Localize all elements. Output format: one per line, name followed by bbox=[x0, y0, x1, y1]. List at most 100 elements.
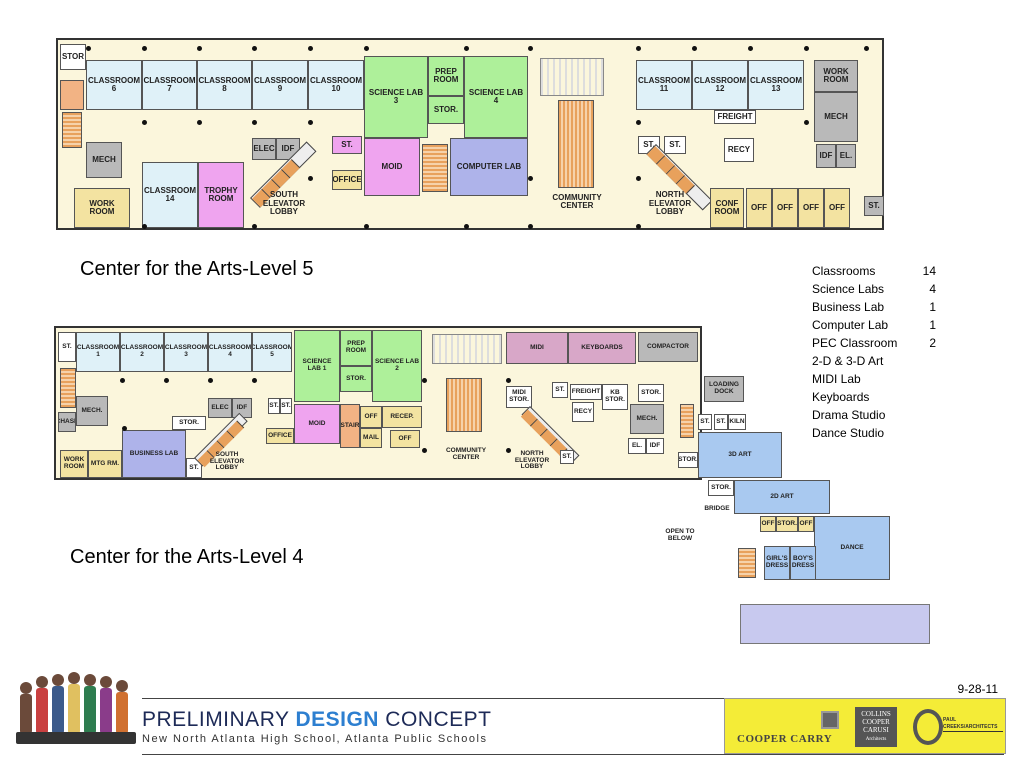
legend-value: 1 bbox=[929, 300, 936, 314]
room-classroom-8: CLASSROOM 8 bbox=[197, 60, 252, 110]
stair-left bbox=[60, 80, 84, 110]
legend-value: 14 bbox=[922, 264, 936, 278]
lower-level-area bbox=[740, 604, 930, 644]
room-off-4c: OFF bbox=[760, 516, 776, 532]
room-idf-right: IDF bbox=[816, 144, 836, 168]
room-st-4f: ST. bbox=[698, 414, 712, 430]
community-skylight-4 bbox=[432, 334, 502, 364]
level5-caption: Center for the Arts-Level 5 bbox=[80, 258, 314, 280]
room-elec: ELEC bbox=[252, 138, 276, 160]
footer-top-rule bbox=[142, 698, 1004, 699]
room-classroom-5: CLASSROOM 5 bbox=[252, 332, 292, 372]
legend-row: Drama Studio bbox=[812, 406, 936, 424]
level4-caption: Center for the Arts-Level 4 bbox=[70, 546, 304, 568]
column bbox=[164, 378, 169, 383]
room-computer-lab: COMPUTER LAB bbox=[450, 138, 528, 196]
room-open-to-below: OPEN TO BELOW bbox=[665, 528, 695, 542]
room-midi: MIDI bbox=[506, 332, 568, 364]
column bbox=[252, 46, 257, 51]
room-st-4c: ST. bbox=[280, 398, 292, 414]
room-stor-4d: STOR. bbox=[678, 452, 698, 468]
column bbox=[464, 46, 469, 51]
legend-label: MIDI Lab bbox=[812, 372, 861, 386]
room-recep: RECEP. bbox=[382, 406, 422, 428]
room-classroom-14: CLASSROOM 14 bbox=[142, 162, 198, 228]
column bbox=[252, 378, 257, 383]
room-st-5d: ST. bbox=[864, 196, 884, 216]
legend-label: Business Lab bbox=[812, 300, 885, 314]
legend-row: Business Lab 1 bbox=[812, 298, 936, 316]
room-prep-storage: STOR. bbox=[428, 96, 464, 124]
column bbox=[86, 46, 91, 51]
legend-row: MIDI Lab bbox=[812, 370, 936, 388]
room-moid: MOID bbox=[364, 138, 420, 196]
room-off-4b: OFF bbox=[390, 430, 420, 448]
paul-creeks-logo-icon bbox=[913, 709, 943, 745]
level4-floor-plan: ST. CLASSROOM 1 CLASSROOM 2 CLASSROOM 3 … bbox=[54, 326, 708, 480]
room-prep-room-4: PREP ROOM bbox=[340, 330, 372, 366]
room-st-5a: ST. bbox=[332, 136, 362, 154]
legend-label: Computer Lab bbox=[812, 318, 889, 332]
column bbox=[364, 224, 369, 229]
footer-title: PRELIMINARY DESIGN CONCEPT bbox=[142, 708, 491, 732]
room-office: OFFICE bbox=[332, 170, 362, 190]
column bbox=[528, 176, 533, 181]
column bbox=[636, 46, 641, 51]
room-prep-room: PREP ROOM bbox=[428, 56, 464, 96]
room-st-4g: ST. bbox=[714, 414, 728, 430]
legend-row: Dance Studio bbox=[812, 424, 936, 442]
legend-label: Science Labs bbox=[812, 282, 885, 296]
community-stairs-4 bbox=[446, 378, 482, 432]
room-elec-4: ELEC bbox=[208, 398, 232, 418]
room-office-4: OFFICE bbox=[266, 428, 294, 444]
footer-subtitle: New North Atlanta High School, Atlanta P… bbox=[142, 733, 488, 745]
room-off-4d: OFF bbox=[798, 516, 814, 532]
room-classroom-9: CLASSROOM 9 bbox=[252, 60, 308, 110]
column bbox=[422, 378, 427, 383]
room-conf-room: CONF ROOM bbox=[710, 188, 744, 228]
column bbox=[506, 448, 511, 453]
column bbox=[308, 120, 313, 125]
column bbox=[252, 120, 257, 125]
room-stor-4e: STOR. bbox=[708, 480, 734, 496]
column bbox=[142, 224, 147, 229]
room-classroom-2: CLASSROOM 2 bbox=[120, 332, 164, 372]
room-el-4: EL. bbox=[628, 438, 646, 454]
legend-label: Keyboards bbox=[812, 390, 870, 404]
column bbox=[122, 426, 127, 431]
column bbox=[422, 448, 427, 453]
column bbox=[464, 224, 469, 229]
room-stor-4c: STOR. bbox=[638, 384, 664, 402]
room-compactor: COMPACTOR bbox=[638, 332, 698, 362]
room-prep-storage-4: STOR. bbox=[340, 366, 372, 392]
room-st-4b: ST. bbox=[268, 398, 280, 414]
room-classroom-12: CLASSROOM 12 bbox=[692, 60, 748, 110]
room-midi-stor: MIDI STOR. bbox=[506, 386, 532, 408]
footer-title-c: CONCEPT bbox=[378, 708, 492, 731]
room-work-room-4: WORK ROOM bbox=[60, 450, 88, 478]
room-mech-4: MECH. bbox=[76, 396, 108, 426]
legend-value: 4 bbox=[929, 282, 936, 296]
room-keyboards: KEYBOARDS bbox=[568, 332, 636, 364]
legend-row: Science Labs 4 bbox=[812, 280, 936, 298]
room-off-4: OFF bbox=[824, 188, 850, 228]
room-2d-art: 2D ART bbox=[734, 480, 830, 514]
room-classroom-11: CLASSROOM 11 bbox=[636, 60, 692, 110]
legend-label: PEC Classroom bbox=[812, 336, 898, 350]
room-boys-dress: BOY'S DRESS bbox=[790, 546, 816, 580]
community-stairs bbox=[558, 100, 594, 188]
column bbox=[636, 176, 641, 181]
column bbox=[142, 46, 147, 51]
students-photo bbox=[16, 666, 136, 746]
room-classroom-13: CLASSROOM 13 bbox=[748, 60, 804, 110]
ccc-logo-sub: Architects bbox=[865, 737, 887, 742]
architect-logos: COOPER CARRY COLLINS COOPER CARUSI Archi… bbox=[724, 698, 1006, 754]
room-bridge: BRIDGE bbox=[704, 504, 730, 512]
room-classroom-3: CLASSROOM 3 bbox=[164, 332, 208, 372]
stair-dance bbox=[738, 548, 756, 578]
room-recy-4: RECY bbox=[572, 402, 594, 422]
cooper-carry-logo: COOPER CARRY bbox=[737, 733, 833, 745]
room-mail: MAIL bbox=[360, 428, 382, 448]
